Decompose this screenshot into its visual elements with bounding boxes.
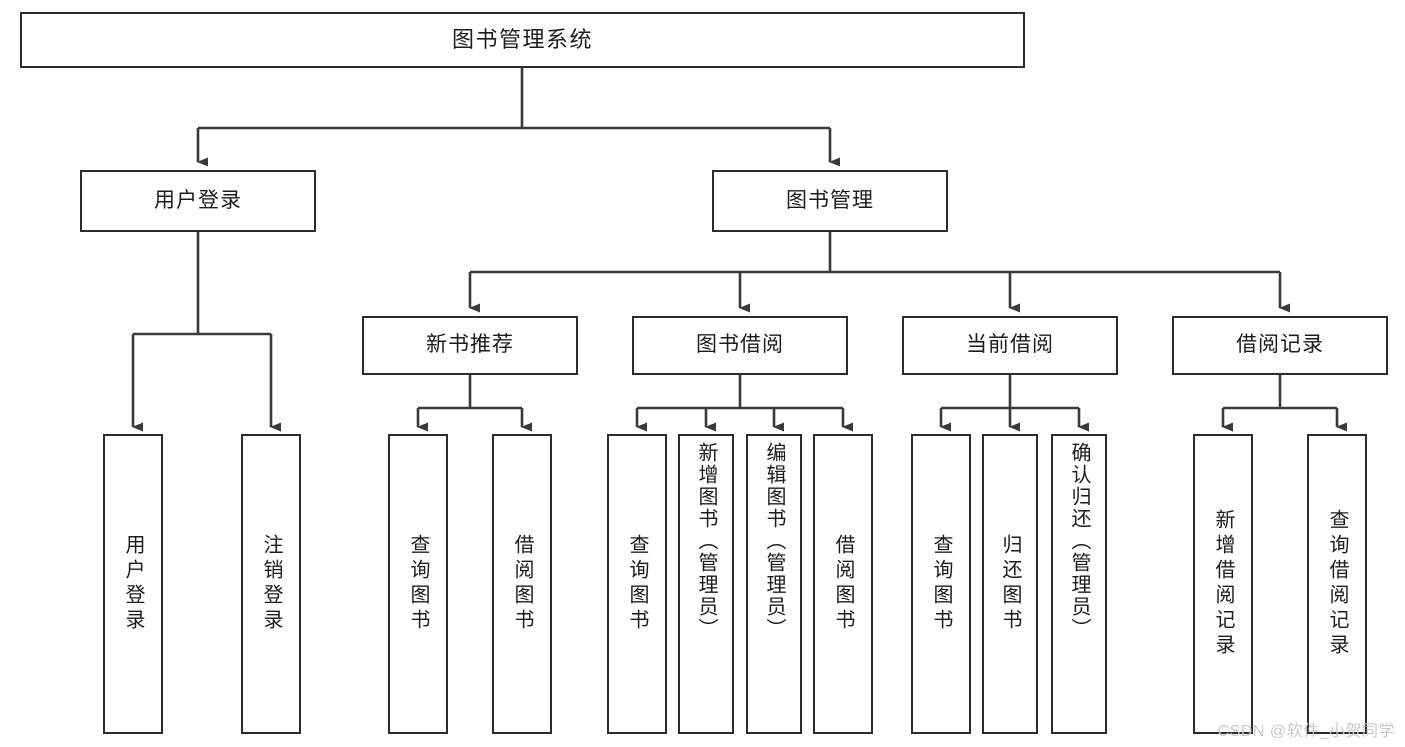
node-label: 确认归还（管理员） bbox=[1068, 442, 1090, 640]
node-leaf-query-book-cb[interactable]: 查询图书 bbox=[911, 434, 971, 734]
node-label: 新增借阅记录 bbox=[1212, 509, 1234, 659]
node-borrow-records[interactable]: 借阅记录 bbox=[1172, 316, 1388, 375]
node-leaf-logout[interactable]: 注销登录 bbox=[241, 434, 301, 734]
node-book-borrowing[interactable]: 图书借阅 bbox=[632, 316, 848, 375]
node-label: 新书推荐 bbox=[426, 333, 514, 357]
node-label: 借阅图书 bbox=[511, 534, 533, 634]
node-leaf-add-book-admin[interactable]: 新增图书（管理员） bbox=[678, 434, 734, 734]
node-new-book-recommendation[interactable]: 新书推荐 bbox=[362, 316, 578, 375]
node-leaf-query-borrow-record[interactable]: 查询借阅记录 bbox=[1307, 434, 1367, 734]
node-root-book-management-system[interactable]: 图书管理系统 bbox=[20, 12, 1025, 68]
node-leaf-add-borrow-record[interactable]: 新增借阅记录 bbox=[1193, 434, 1253, 734]
node-label: 图书管理 bbox=[786, 188, 874, 212]
watermark-text: CSDN @软件_小贺同学 bbox=[1217, 723, 1395, 740]
node-label: 用户登录 bbox=[154, 188, 242, 212]
node-leaf-edit-book-admin[interactable]: 编辑图书（管理员） bbox=[746, 434, 802, 734]
node-leaf-query-book-bb[interactable]: 查询图书 bbox=[607, 434, 667, 734]
node-label: 当前借阅 bbox=[966, 333, 1054, 357]
node-leaf-query-book-nb[interactable]: 查询图书 bbox=[388, 434, 448, 734]
node-label: 图书借阅 bbox=[696, 333, 784, 357]
node-leaf-return-book[interactable]: 归还图书 bbox=[982, 434, 1038, 734]
node-user-login[interactable]: 用户登录 bbox=[80, 170, 316, 232]
node-book-management[interactable]: 图书管理 bbox=[712, 170, 948, 232]
node-label: 借阅图书 bbox=[832, 534, 854, 634]
node-label: 新增图书（管理员） bbox=[695, 442, 717, 640]
node-leaf-confirm-return-admin[interactable]: 确认归还（管理员） bbox=[1051, 434, 1107, 734]
node-label: 查询图书 bbox=[626, 534, 648, 634]
node-label: 用户登录 bbox=[122, 534, 144, 634]
node-label: 查询图书 bbox=[930, 534, 952, 634]
node-label: 查询图书 bbox=[407, 534, 429, 634]
node-label: 图书管理系统 bbox=[451, 27, 593, 53]
node-label: 借阅记录 bbox=[1236, 333, 1324, 357]
node-label: 查询借阅记录 bbox=[1326, 509, 1348, 659]
node-leaf-user-login[interactable]: 用户登录 bbox=[103, 434, 163, 734]
node-leaf-borrow-book-bb[interactable]: 借阅图书 bbox=[813, 434, 873, 734]
node-label: 归还图书 bbox=[999, 534, 1021, 634]
node-label: 注销登录 bbox=[260, 534, 282, 634]
node-leaf-borrow-book-nb[interactable]: 借阅图书 bbox=[492, 434, 552, 734]
node-label: 编辑图书（管理员） bbox=[763, 442, 785, 640]
node-current-borrowing[interactable]: 当前借阅 bbox=[902, 316, 1118, 375]
